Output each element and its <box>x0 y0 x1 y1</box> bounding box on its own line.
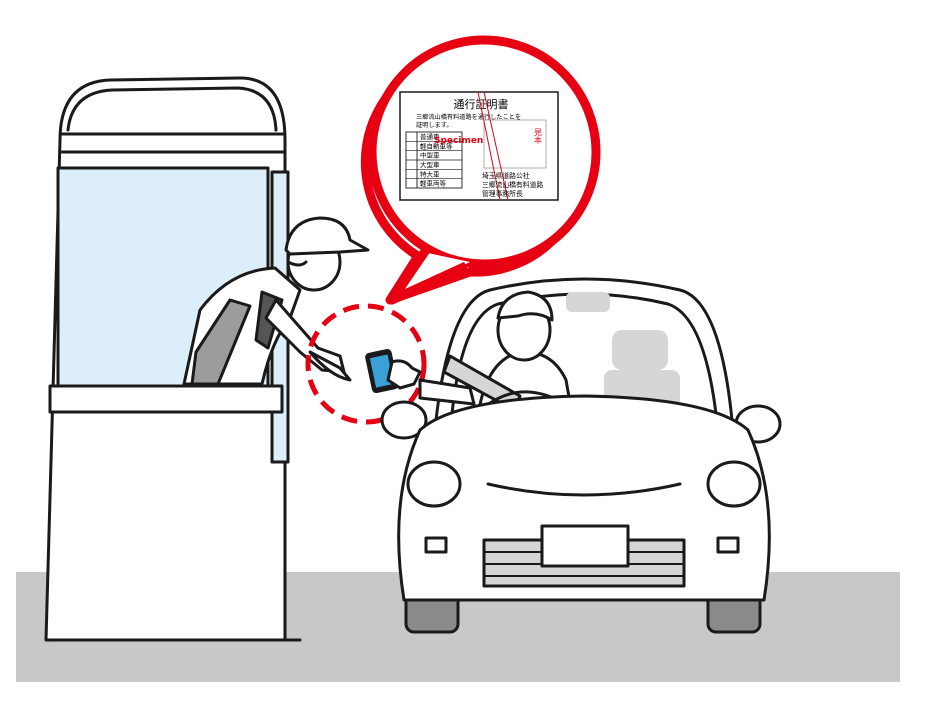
certificate: 通行証明書 三郷流山橋有料道路を通行したことを 証明します。 普通車 軽自動車等… <box>399 91 559 201</box>
issuer-line-3: 管理事務所長 <box>482 189 523 198</box>
handover-highlight <box>305 303 427 425</box>
vehicle-class-table: 普通車 軽自動車等 中型車 大型車 特大車 軽車両等 <box>405 131 463 189</box>
certificate-body-1: 三郷流山橋有料道路を通行したことを <box>416 113 521 121</box>
issuer-line-1: 埼玉県道路公社 <box>482 171 530 180</box>
headlight-left <box>406 460 462 508</box>
stamp-box <box>483 119 547 169</box>
vehicle-class: 大型車 <box>420 160 440 169</box>
certificate-body-2: 証明します。 <box>416 121 453 129</box>
toll-booth <box>44 76 302 642</box>
car <box>380 277 782 634</box>
issuer-line-2: 三郷流山橋有料道路 <box>482 180 543 189</box>
headrest <box>612 330 668 370</box>
vehicle-class: 普通車 <box>420 132 440 141</box>
headlight-right <box>706 460 762 508</box>
specimen-watermark: Specimen <box>434 136 483 146</box>
vehicle-class: 軽車両等 <box>420 179 447 188</box>
vehicle-class: 中型車 <box>420 151 440 160</box>
vehicle-class: 特大車 <box>420 169 440 178</box>
vehicle-class: 軽自動車等 <box>420 141 453 150</box>
license-plate <box>540 524 630 568</box>
rear-seat <box>566 292 610 312</box>
certificate-title: 通行証明書 <box>454 97 509 111</box>
specimen-stamp: 見本 <box>534 128 543 145</box>
attendant <box>182 216 370 386</box>
